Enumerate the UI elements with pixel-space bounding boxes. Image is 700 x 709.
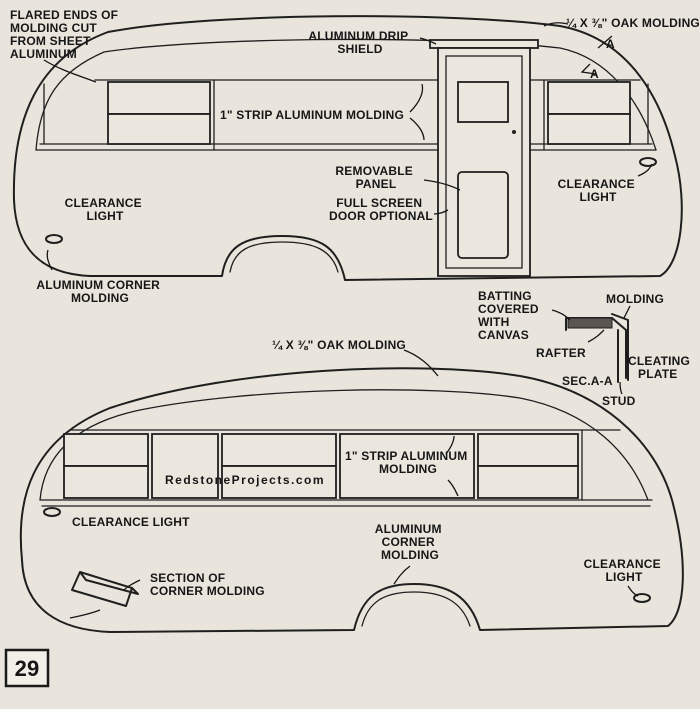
leader-oak-molding	[543, 22, 569, 27]
bottom-window-1-upper	[63, 433, 149, 467]
label-corner-molding-top: ALUMINUM CORNER MOLDING	[36, 278, 163, 305]
top-labels: FLARED ENDS OF MOLDING CUT FROM SHEET AL…	[10, 8, 700, 305]
top-clearance-light-right	[639, 157, 657, 167]
bottom-trailer-outer-body	[19, 367, 684, 633]
bottom-trailer	[19, 349, 684, 633]
bottom-window-3-lower	[221, 465, 337, 499]
label-oak-molding-bottom: ¼ X ⅜" OAK MOLDING	[272, 338, 406, 352]
bottom-labels: ¼ X ⅜" OAK MOLDING 1" STRIP ALUMINUM MOL…	[72, 338, 665, 598]
leader-cleating-plate	[625, 349, 629, 363]
figure-number: 29	[15, 656, 40, 681]
leader-stud	[619, 381, 623, 395]
top-window-left-upper	[107, 81, 211, 115]
leader-batting	[551, 309, 571, 321]
label-corner-molding-bottom: ALUMINUM CORNER MOLDING	[375, 522, 445, 562]
section-batting	[567, 317, 613, 329]
leader-clearance-right	[637, 163, 653, 177]
leader-screen-door	[433, 209, 449, 215]
top-trailer-inner-roof-line	[35, 38, 657, 151]
label-clearance-light-bottom-left: CLEARANCE LIGHT	[72, 515, 190, 529]
section-detail	[551, 305, 631, 395]
watermark: RedstoneProjects.com	[165, 473, 325, 487]
bottom-trailer-wheel-arch-inner	[361, 591, 471, 627]
bottom-window-3-upper	[221, 433, 337, 467]
top-window-right-lower	[547, 113, 631, 145]
leader-rafter	[587, 329, 605, 343]
label-section-marker-a1: A	[606, 37, 615, 51]
label-removable-panel: REMOVABLE PANEL	[335, 164, 416, 191]
label-cleating-plate: CLEATING PLATE	[628, 354, 694, 381]
label-stud: STUD	[602, 394, 636, 408]
drip-shield	[429, 39, 539, 49]
leader-molding-section	[623, 305, 631, 319]
section-labels: BATTING COVERED WITH CANVAS MOLDING RAFT…	[478, 289, 694, 408]
label-batting: BATTING COVERED WITH CANVAS	[478, 289, 542, 342]
label-rafter: RAFTER	[536, 346, 586, 360]
label-strip-molding-top: 1" STRIP ALUMINUM MOLDING	[220, 108, 404, 122]
label-screen-door: FULL SCREEN DOOR OPTIONAL	[329, 196, 433, 223]
door-window	[457, 81, 509, 123]
leader-oak-molding-bottom	[403, 349, 439, 377]
label-clearance-light-bottom-right: CLEARANCE LIGHT	[584, 557, 665, 584]
label-clearance-light-top-left: CLEARANCE LIGHT	[65, 196, 146, 223]
top-window-right-upper	[547, 81, 631, 115]
label-strip-molding-bottom: 1" STRIP ALUMINUM MOLDING	[345, 449, 471, 476]
label-molding-section: MOLDING	[606, 292, 664, 306]
top-clearance-light-left	[45, 234, 63, 244]
bottom-window-5-upper	[477, 433, 579, 467]
leader-drip-shield	[419, 37, 437, 45]
label-section-corner: SECTION OF CORNER MOLDING	[150, 571, 265, 598]
label-section-name: SEC.A-A	[562, 374, 613, 388]
door-removable-panel	[457, 171, 509, 259]
figure-number-box: 29	[4, 648, 50, 688]
door-frame-inner	[445, 55, 523, 269]
leader-strip-molding-bottom	[445, 435, 459, 497]
top-trailer-outer-body	[12, 15, 683, 281]
bottom-window-2	[151, 433, 219, 499]
leader-section-corner	[69, 579, 141, 619]
top-trailer	[12, 15, 683, 281]
leader-clearance-right-bottom	[627, 585, 639, 597]
bottom-window-1-lower	[63, 465, 149, 499]
leader-corner-molding	[46, 249, 53, 271]
top-window-left-lower	[107, 113, 211, 145]
label-drip-shield: ALUMINUM DRIP SHIELD	[308, 29, 411, 56]
top-trailer-wheel-arch-inner	[229, 241, 339, 273]
label-section-marker-a2: A	[590, 67, 599, 81]
label-clearance-light-top-right: CLEARANCE LIGHT	[558, 177, 639, 204]
bottom-clearance-light-left	[43, 507, 61, 517]
bottom-clearance-light-right	[633, 593, 651, 603]
section-marker-arrow	[580, 35, 613, 75]
leader-removable-panel	[423, 179, 461, 191]
label-oak-molding-top: ¼ X ⅜" OAK MOLDING	[566, 16, 700, 30]
door-handle	[512, 130, 516, 134]
leader-strip-molding	[409, 83, 425, 141]
leader-flared-ends	[43, 59, 97, 83]
bottom-window-5-lower	[477, 465, 579, 499]
leader-corner-molding-bottom	[393, 565, 411, 585]
corner-molding-section-piece	[71, 571, 139, 607]
label-flared-ends: FLARED ENDS OF MOLDING CUT FROM SHEET AL…	[10, 8, 122, 61]
